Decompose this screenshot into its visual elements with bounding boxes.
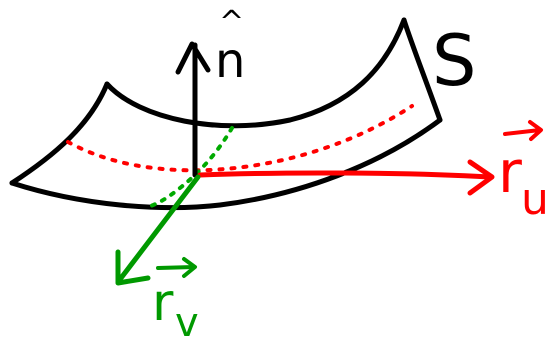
vector-v-label: r v xyxy=(152,257,199,338)
vector-v-label-arrowhead xyxy=(182,257,197,278)
vector-v-label-sub: v xyxy=(175,300,199,338)
tangent-vector-u xyxy=(197,159,495,196)
v-coordinate-curve xyxy=(146,126,234,209)
tangent-vector-v xyxy=(115,174,201,286)
surface-label: S xyxy=(432,20,476,102)
surface-left-edge xyxy=(9,81,110,186)
vector-u-label-arrowhead xyxy=(528,120,543,141)
normal-vector xyxy=(175,41,211,178)
vector-v-label-arrow xyxy=(156,265,196,270)
surface-right-edge xyxy=(401,17,443,123)
surface-patch xyxy=(9,17,443,211)
u-coordinate-curve xyxy=(66,104,414,173)
vector-u-label: r u xyxy=(498,120,549,225)
vector-v-label-base: r xyxy=(152,273,174,333)
surface-top-edge xyxy=(104,17,407,129)
vector-u-label-arrow xyxy=(503,128,542,136)
vector-u-label-sub: u xyxy=(521,174,549,225)
normal-label-hat: ^ xyxy=(219,5,244,40)
surface-bottom-edge xyxy=(9,117,443,211)
vector-u-label-base: r xyxy=(498,138,522,206)
normal-label: n xyxy=(215,33,245,89)
